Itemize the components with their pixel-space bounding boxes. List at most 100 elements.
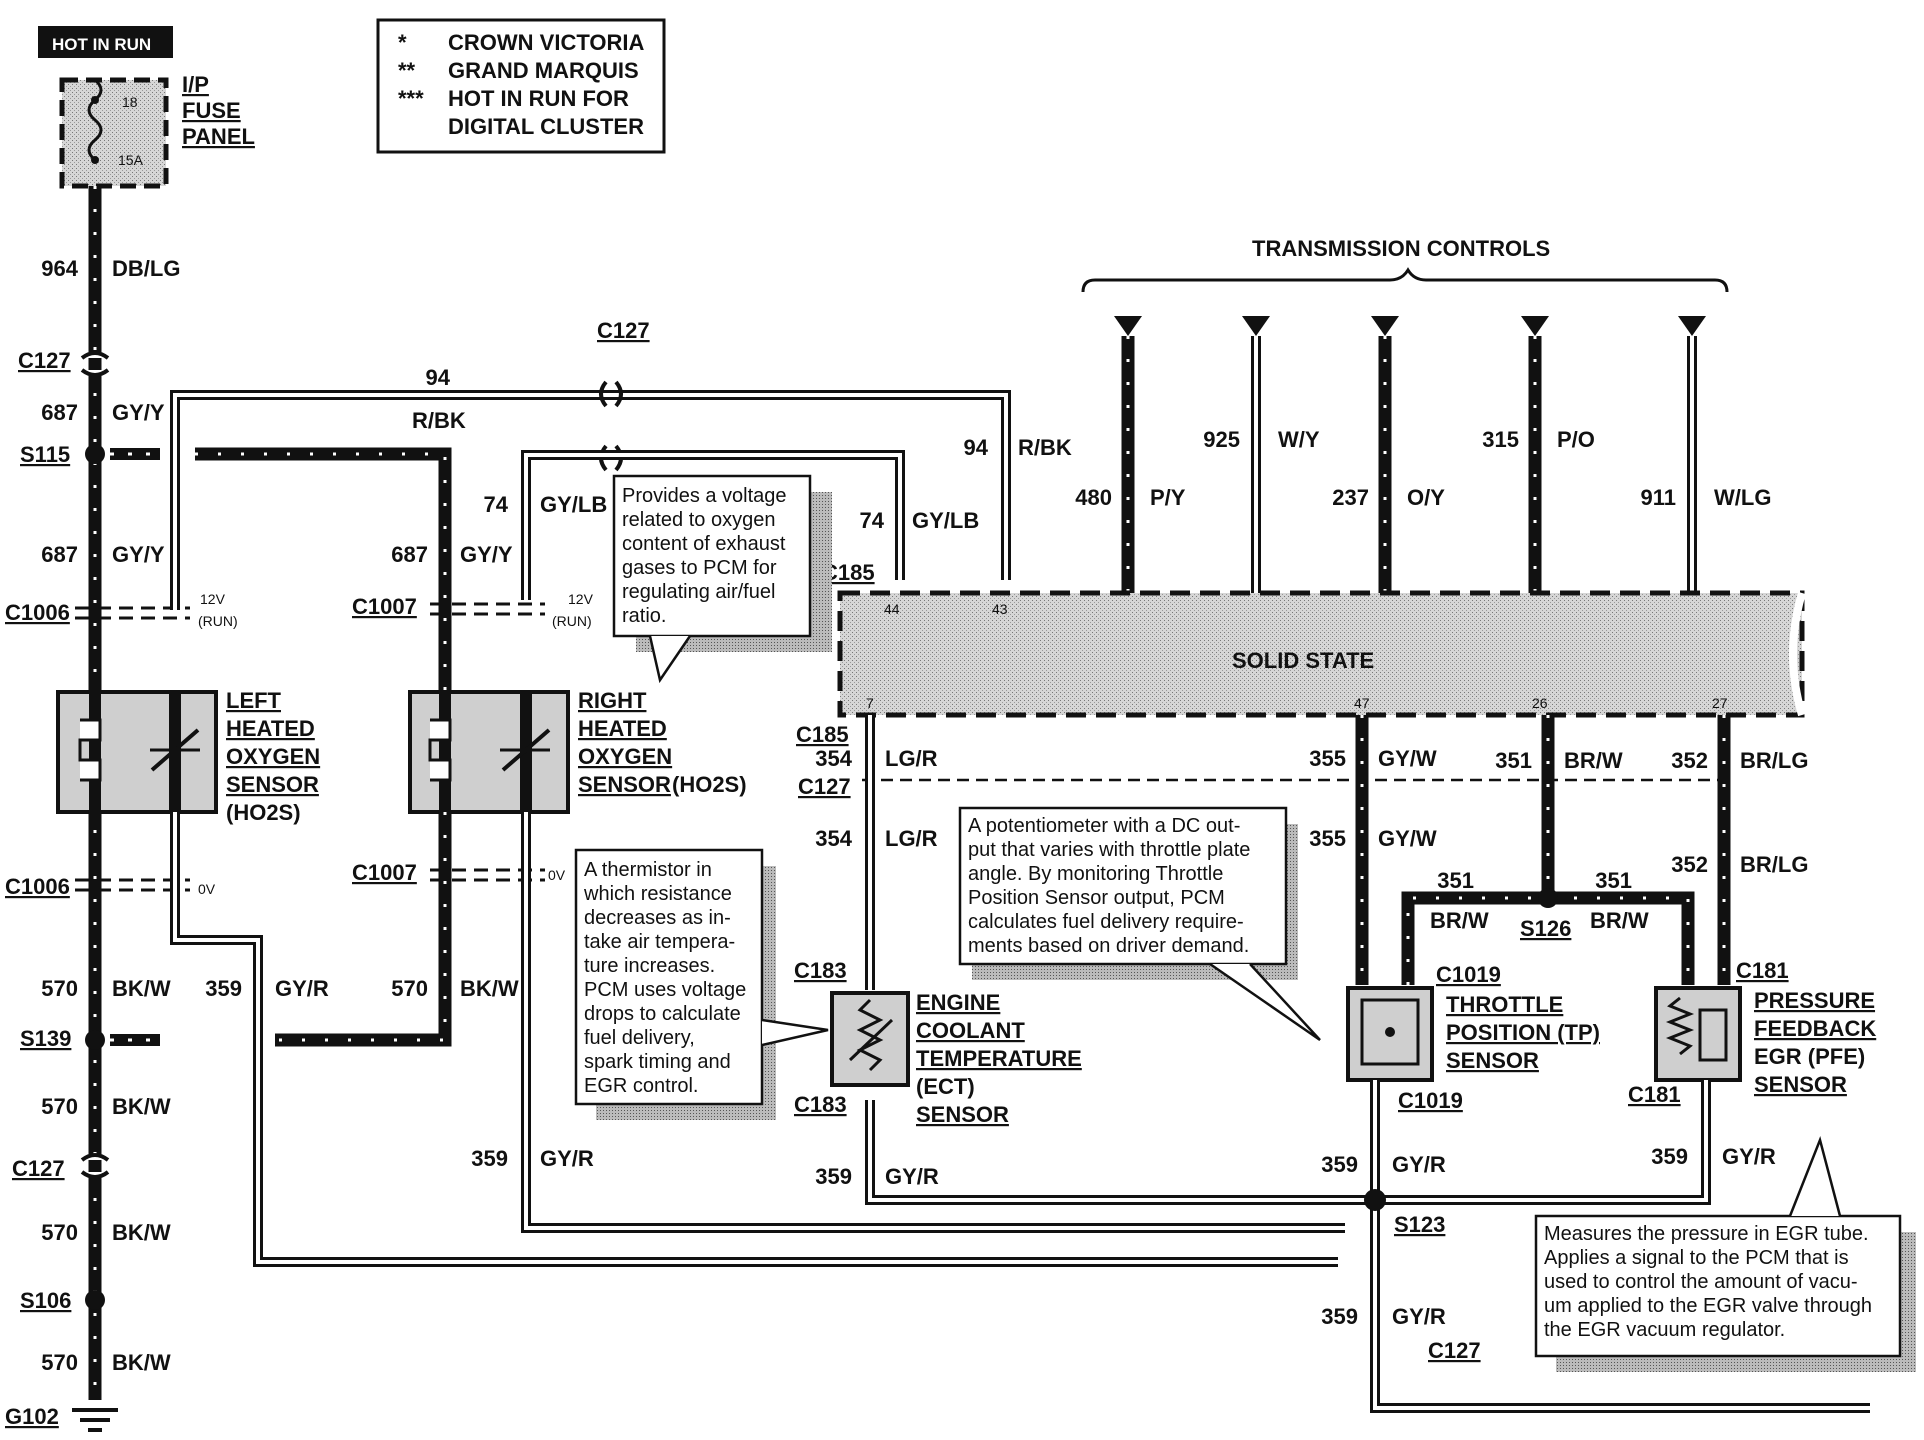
connector-c127-left: C127 <box>18 348 71 373</box>
right-run: (RUN) <box>552 613 592 629</box>
wire-359-num-f: 359 <box>1321 1304 1358 1329</box>
wire-74-color-b: GY/LB <box>912 508 979 533</box>
hot-in-run-badge: HOT IN RUN <box>38 26 173 58</box>
wire-74-num-a: 74 <box>484 492 509 517</box>
wire-359-color-f: GY/R <box>1392 1304 1446 1329</box>
left-ho2s-label-4: SENSOR <box>226 772 319 797</box>
transmission-wire-color: O/Y <box>1407 485 1445 510</box>
note-potentiometer-line5: calculates fuel delivery require- <box>968 911 1244 933</box>
transmission-arrow-icon <box>1678 316 1706 336</box>
wire-687-color-a: GY/Y <box>112 400 165 425</box>
wire-687-num-b: 687 <box>41 542 78 567</box>
legend-text-4: DIGITAL CLUSTER <box>448 114 644 139</box>
left-run: (RUN) <box>198 613 238 629</box>
note-thermistor-line3: decreases as in- <box>584 907 731 929</box>
connector-c1006-top: C1006 <box>5 600 70 625</box>
wire-359-color-e: GY/R <box>1722 1144 1776 1169</box>
tp-sensor <box>1346 986 1434 1082</box>
wire-570-color-e: BK/W <box>112 1350 171 1375</box>
wire-687-to-right-ho2s <box>195 447 452 700</box>
note-egr-line3: used to control the amount of vacu- <box>1544 1271 1858 1293</box>
splice-s126-dot <box>1538 888 1558 908</box>
right-12v: 12V <box>568 591 594 607</box>
wire-359-left <box>170 812 1338 1267</box>
note-thermistor-line2: which resistance <box>583 883 732 905</box>
note-oxygen-line5: regulating air/fuel <box>622 581 775 603</box>
note-thermistor-line9: spark timing and <box>584 1051 731 1073</box>
wire-74-color-a: GY/LB <box>540 492 607 517</box>
wire-359-color-c: GY/R <box>885 1164 939 1189</box>
right-ho2s-label-5: (HO2S) <box>672 772 747 797</box>
pfe-label-4: SENSOR <box>1754 1072 1847 1097</box>
pcm-pin-27: 27 <box>1712 695 1728 711</box>
right-ho2s-sensor <box>408 690 570 814</box>
wire-354-color-a: LG/R <box>885 746 938 771</box>
right-ho2s-label-1: RIGHT <box>578 688 647 713</box>
transmission-wire-color: W/LG <box>1714 485 1771 510</box>
ect-label-1: ENGINE <box>916 990 1000 1015</box>
connector-c181-top: C181 <box>1736 958 1789 983</box>
wire-570-num-c: 570 <box>391 976 428 1001</box>
pcm-pin-7: 7 <box>866 695 874 711</box>
note-thermistor-line4: take air tempera- <box>584 931 735 953</box>
wire-687-num-c: 687 <box>391 542 428 567</box>
ground-icon <box>72 1408 118 1432</box>
connector-c1019-top: C1019 <box>1436 962 1501 987</box>
pfe-label-1: PRESSURE <box>1754 988 1875 1013</box>
wire-351-color-a: BR/W <box>1564 748 1623 773</box>
wire-570-color-a: BK/W <box>112 976 171 1001</box>
splice-s126: S126 <box>1520 916 1571 941</box>
wire-351-color-c: BR/W <box>1590 908 1649 933</box>
left-ho2s-sensor <box>56 690 218 814</box>
connector-c127-lower: C127 <box>12 1156 65 1181</box>
note-egr-line4: um applied to the EGR valve through <box>1544 1295 1872 1317</box>
wire-570-num-b: 570 <box>41 1094 78 1119</box>
right-ho2s-label-3: OXYGEN <box>578 744 672 769</box>
wire-74-num-b: 74 <box>860 508 885 533</box>
wire-964-num: 964 <box>41 256 78 281</box>
wire-352-num-b: 352 <box>1671 852 1708 877</box>
right-ho2s-label-2: HEATED <box>578 716 667 741</box>
wire-359-color-b: GY/R <box>540 1146 594 1171</box>
legend-text-2: GRAND MARQUIS <box>448 58 639 83</box>
transmission-arrow-icon <box>1242 316 1270 336</box>
connector-c181-bottom: C181 <box>1628 1082 1681 1107</box>
transmission-arrow-icon <box>1521 316 1549 336</box>
pcm-pin-26: 26 <box>1532 695 1548 711</box>
wire-74 <box>521 450 905 600</box>
wire-570-right <box>275 812 452 1047</box>
wire-359-num-e: 359 <box>1651 1144 1688 1169</box>
note-oxygen-line2: related to oxygen <box>622 509 775 531</box>
transmission-brace <box>1081 267 1729 293</box>
connector-c127-top: C127 <box>597 318 650 343</box>
wire-570-num-e: 570 <box>41 1350 78 1375</box>
left-ho2s-label-1: LEFT <box>226 688 282 713</box>
connector-c1006-bottom: C1006 <box>5 874 70 899</box>
ect-label-4: (ECT) <box>916 1074 975 1099</box>
pcm-label: SOLID STATE <box>1232 648 1374 673</box>
pcm-pin-43: 43 <box>992 601 1008 617</box>
note-thermistor-line5: ture increases. <box>584 955 715 977</box>
note-thermistor: A thermistor in which resistance decreas… <box>574 848 829 1120</box>
fuse-label-line2: FUSE <box>182 98 241 123</box>
transmission-wire-color: P/Y <box>1150 485 1186 510</box>
ect-label-5: SENSOR <box>916 1102 1009 1127</box>
right-ho2s-label-4: SENSOR <box>578 772 671 797</box>
wire-351-num-a: 351 <box>1495 748 1532 773</box>
transmission-wire-num: 480 <box>1075 485 1112 510</box>
svg-text:HOT IN RUN: HOT IN RUN <box>52 35 151 54</box>
fuse-rating-top: 18 <box>122 94 138 110</box>
tp-label-3: SENSOR <box>1446 1048 1539 1073</box>
wire-352-color-b: BR/LG <box>1740 852 1808 877</box>
wire-687-color-c: GY/Y <box>460 542 513 567</box>
pfe-label-2: FEEDBACK <box>1754 1016 1876 1041</box>
wire-94-num-a: 94 <box>426 365 451 390</box>
fuse-rating-bottom: 15A <box>118 152 144 168</box>
note-potentiometer: A potentiometer with a DC out- put that … <box>958 806 1321 1042</box>
wire-570-color-c: BK/W <box>460 976 519 1001</box>
ground-g102: G102 <box>5 1404 59 1429</box>
note-oxygen-line4: gases to PCM for <box>622 557 777 579</box>
wire-359-num-b: 359 <box>471 1146 508 1171</box>
pfe-label-3: EGR (PFE) <box>1754 1044 1865 1069</box>
ect-label-3: TEMPERATURE <box>916 1046 1082 1071</box>
